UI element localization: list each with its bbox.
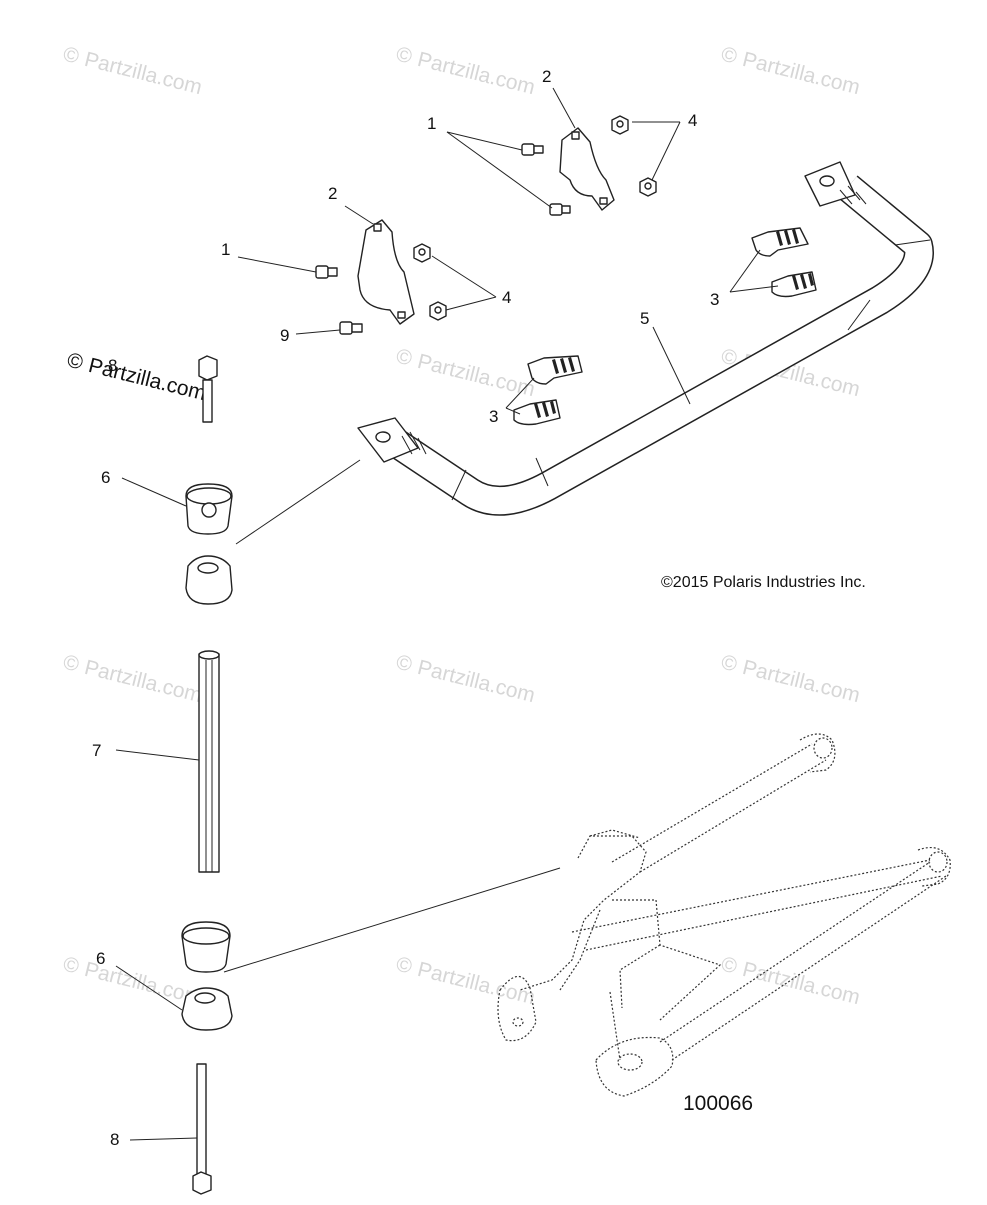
bolt-8-upper	[198, 355, 218, 423]
a-arm-reference	[497, 733, 951, 1097]
watermark-symbol: ©	[394, 953, 415, 979]
callout-8: 8	[108, 356, 117, 375]
clamp-bracket-upper	[559, 127, 615, 211]
nut-4-a	[611, 115, 629, 135]
watermark-symbol: ©	[65, 349, 86, 375]
watermark-symbol: ©	[394, 345, 415, 371]
bar-bushing-right-b	[771, 271, 817, 298]
watermark-symbol: ©	[719, 953, 740, 979]
bolt-1-lower	[315, 265, 338, 279]
bushing-6-lower-bottom	[181, 987, 233, 1031]
callout-3: 3	[710, 290, 719, 309]
watermark-symbol: ©	[61, 651, 82, 677]
stabilizer-bar	[357, 161, 934, 516]
bushing-6-upper	[185, 483, 233, 535]
bushing-6-upper-lower	[185, 555, 233, 605]
callout-9: 9	[280, 326, 289, 345]
watermark-symbol: ©	[394, 43, 415, 69]
bolt-1-upper-b	[549, 203, 571, 216]
leader-lines	[115, 87, 779, 1141]
watermark-text: Partzilla.com	[82, 656, 204, 707]
callout-6: 6	[96, 949, 105, 968]
callout-4: 4	[688, 111, 697, 130]
callout-5: 5	[640, 309, 649, 328]
callout-3: 3	[489, 407, 498, 426]
bolt-1-upper-a	[521, 143, 544, 156]
watermark-symbol: ©	[394, 651, 415, 677]
copyright-notice: ©2015 Polaris Industries Inc.	[661, 574, 866, 591]
watermark-text: Partzilla.com	[415, 656, 537, 707]
callout-2: 2	[328, 184, 337, 203]
watermark-text: Partzilla.com	[740, 656, 862, 707]
bar-bushing-left-b	[513, 399, 561, 426]
clamp-bracket-lower	[357, 219, 415, 325]
nut-4-c	[413, 243, 431, 263]
watermark-text: Partzilla.com	[415, 48, 537, 99]
callout-1: 1	[427, 114, 436, 133]
diagram-reference-number: 100066	[683, 1092, 753, 1115]
watermark-layer: © Partzilla.com © Partzilla.com © Partzi…	[61, 43, 863, 1010]
bushing-6-lower-top	[181, 921, 231, 973]
watermark-symbol: ©	[719, 651, 740, 677]
bolt-8-lower	[192, 1063, 212, 1195]
nut-4-d	[429, 301, 447, 321]
watermark-symbol: ©	[61, 43, 82, 69]
bolt-9	[339, 321, 363, 335]
bar-bushing-left-a	[527, 355, 583, 385]
nut-4-b	[639, 177, 657, 197]
callouts: 1 1 2 2 3 3 4 4 5 6 6 7 8 8 9	[92, 67, 719, 1149]
watermark-symbol: ©	[719, 345, 740, 371]
callout-4: 4	[502, 288, 511, 307]
watermark-symbol: ©	[61, 953, 82, 979]
callout-1: 1	[221, 240, 230, 259]
bar-bushing-right-a	[751, 227, 809, 257]
watermark-text: Partzilla.com	[86, 354, 208, 405]
callout-7: 7	[92, 741, 101, 760]
watermark-text: Partzilla.com	[740, 48, 862, 99]
watermark-symbol: ©	[719, 43, 740, 69]
sleeve-7	[198, 650, 220, 873]
callout-8: 8	[110, 1130, 119, 1149]
callout-6: 6	[101, 468, 110, 487]
watermark-text: Partzilla.com	[82, 48, 204, 99]
callout-2: 2	[542, 67, 551, 86]
watermark-text: Partzilla.com	[415, 958, 537, 1009]
